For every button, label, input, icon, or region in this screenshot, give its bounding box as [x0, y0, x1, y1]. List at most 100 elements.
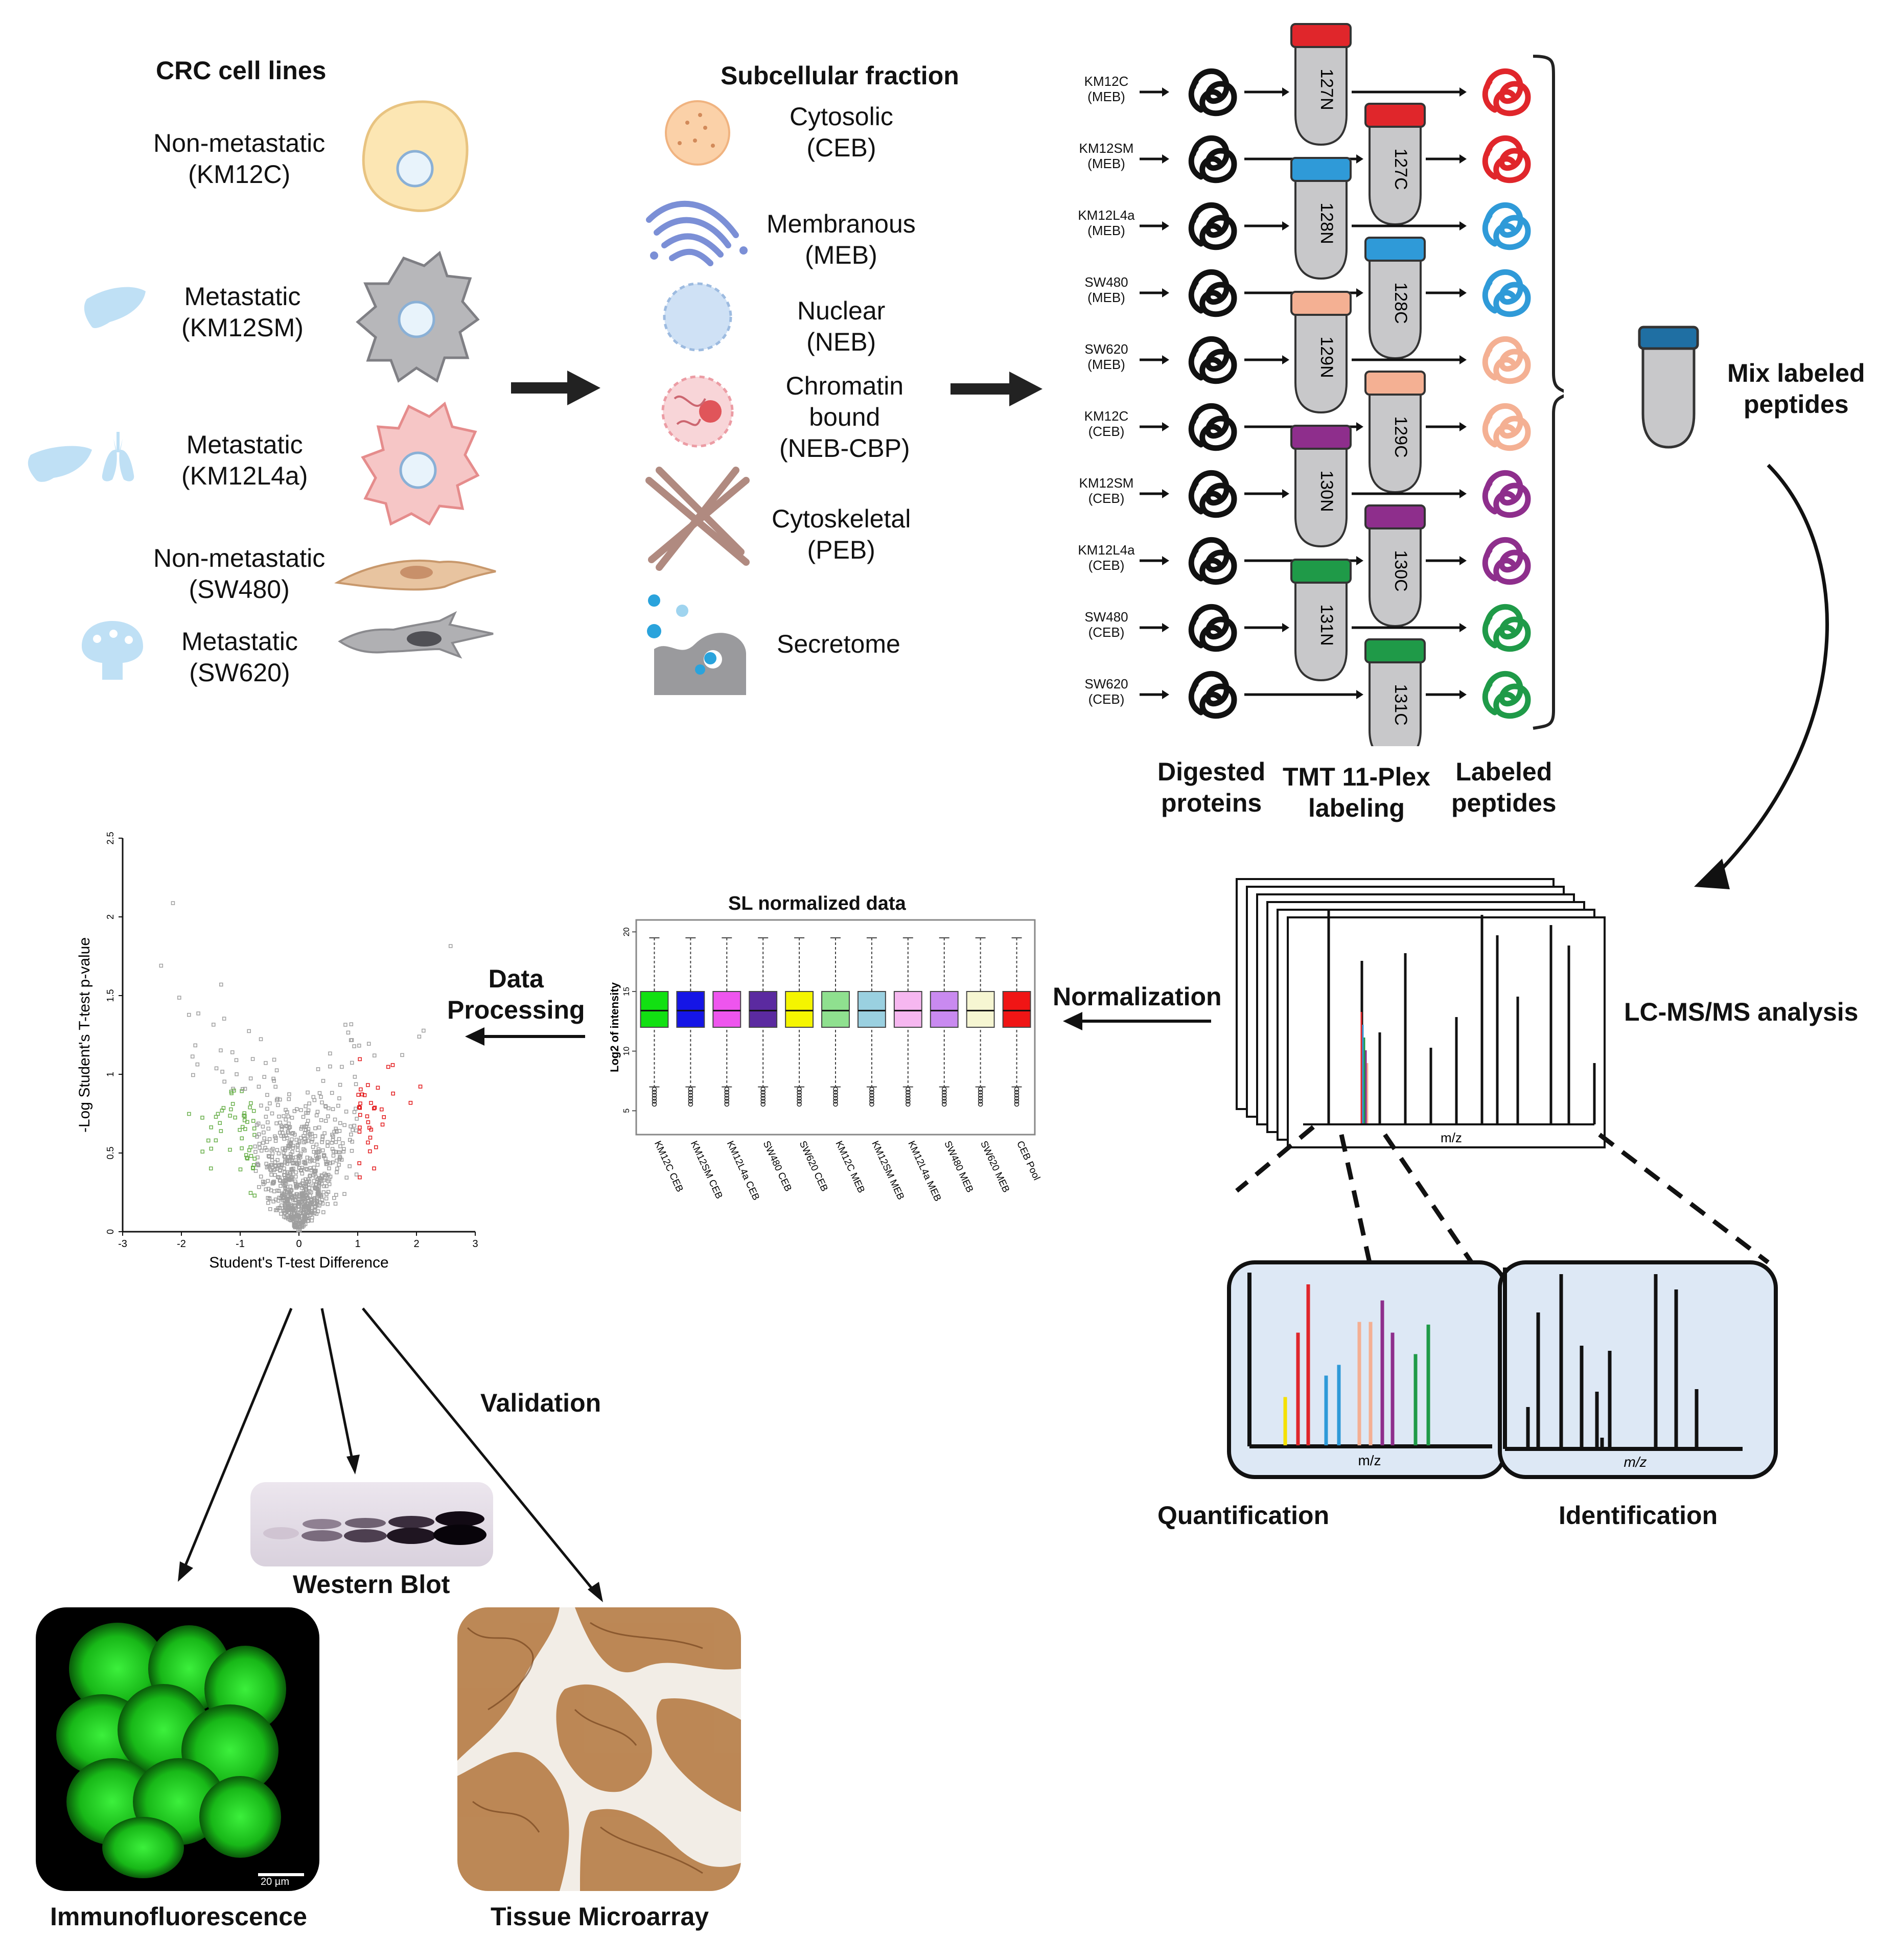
volcano-point: [334, 1193, 338, 1197]
volcano-point: [304, 1177, 308, 1182]
volcano-point: [294, 1138, 298, 1142]
tmt-sample-name: KM12C: [1084, 408, 1129, 424]
quantification-peaks: [1283, 1284, 1430, 1445]
boxplot-category: KM12L4a CEB: [725, 1139, 761, 1202]
volcano-point: [270, 1182, 275, 1186]
volcano-point: [295, 1144, 300, 1148]
volcano-point: [273, 1134, 277, 1139]
volcano-point: [292, 1109, 297, 1113]
volcano-point: [337, 1096, 341, 1100]
volcano-point: [248, 1076, 253, 1080]
volcano-point: [290, 1194, 294, 1198]
volcano-point: [323, 1104, 328, 1109]
volcano-point: [187, 1112, 191, 1116]
volcano-point: [318, 1200, 323, 1205]
volcano-point: [193, 1043, 197, 1048]
volcano-xtick: 0: [296, 1238, 302, 1250]
volcano-point: [219, 982, 223, 987]
volcano-point: [278, 1097, 282, 1102]
volcano-point: [322, 1184, 327, 1188]
volcano-point: [264, 1115, 268, 1119]
volcano-point: [280, 1162, 284, 1167]
volcano-point: [312, 1198, 317, 1202]
liver-icon-2: [28, 446, 92, 482]
volcano-point: [286, 1114, 290, 1119]
volcano-point: [268, 1207, 272, 1211]
volcano-xtick: 1: [355, 1238, 360, 1250]
volcano-point: [285, 1136, 289, 1140]
volcano-point: [277, 1163, 282, 1167]
volcano-point: [366, 1120, 370, 1124]
volcano-point: [305, 1167, 309, 1172]
volcano-point: [253, 1169, 258, 1173]
volcano-point: [368, 1149, 372, 1154]
volcano-point: [265, 1093, 269, 1097]
volcano-point: [299, 1126, 304, 1131]
volcano-point: [216, 1112, 220, 1116]
fraction-icons: [645, 100, 750, 695]
cytosol-icon: [665, 100, 730, 166]
volcano-point: [257, 1142, 262, 1146]
volcano-point: [357, 1161, 361, 1165]
volcano-point: [319, 1173, 324, 1178]
tmt-sample-fraction: (CEB): [1088, 691, 1125, 707]
volcano-point: [353, 1075, 357, 1079]
volcano-point: [340, 1141, 345, 1145]
volcano-point: [331, 1138, 335, 1142]
boxplot-box: [821, 991, 850, 1028]
volcano-point: [280, 1127, 284, 1132]
volcano-point: [391, 1091, 395, 1096]
volcano-point: [328, 1064, 332, 1069]
volcano-point: [251, 1109, 256, 1113]
lungs-icon: [102, 432, 134, 481]
volcano-point: [358, 1106, 362, 1110]
volcano-point: [259, 1103, 263, 1108]
volcano-point: [352, 1123, 357, 1128]
volcano-point: [292, 1203, 297, 1207]
volcano-point: [256, 1163, 260, 1167]
volcano-point: [271, 1076, 275, 1081]
tmt-tag-label: 130C: [1391, 550, 1410, 591]
volcano-point: [310, 1137, 315, 1142]
fraction-label-nuclear: Nuclear(NEB): [797, 296, 886, 356]
volcano-point: [212, 1023, 216, 1027]
volcano-point: [358, 1101, 362, 1105]
volcano-point: [272, 1078, 276, 1083]
volcano-point: [196, 1011, 200, 1016]
volcano-point: [290, 1178, 294, 1182]
fraction-label-cytoskeletal: Cytoskeletal(PEB): [772, 504, 911, 564]
volcano-point: [230, 1050, 235, 1054]
volcano-point: [287, 1155, 291, 1159]
cell-line-icons: [28, 100, 496, 680]
volcano-point: [310, 1215, 314, 1219]
volcano-point: [273, 1085, 277, 1089]
volcano-point: [337, 1163, 341, 1167]
volcano-point: [259, 1037, 263, 1042]
volcano-point: [311, 1145, 315, 1149]
volcano-point: [380, 1107, 384, 1112]
boxplot-box: [966, 991, 995, 1028]
volcano-point: [281, 1131, 285, 1135]
secretome-icon: [647, 594, 746, 695]
volcano-point: [301, 1115, 306, 1119]
volcano-point: [288, 1184, 293, 1189]
tmt-tube-icon: 128N: [1290, 157, 1352, 280]
volcano-point: [350, 1038, 354, 1042]
volcano-point: [315, 1191, 319, 1196]
volcano-point: [342, 1123, 346, 1127]
tmt-sample-label: KM12SM(MEB): [1076, 141, 1137, 172]
volcano-point: [336, 1103, 340, 1108]
volcano-point: [315, 1157, 319, 1162]
volcano-point: [297, 1200, 301, 1204]
volcano-point: [324, 1192, 329, 1196]
volcano-point: [268, 1167, 272, 1172]
digested-protein-icon: [1191, 205, 1234, 247]
digested-protein-icon: [1191, 607, 1234, 649]
digested-protein-icon: [1191, 540, 1234, 582]
tmt-sample-name: KM12L4a: [1078, 207, 1135, 223]
volcano-point: [270, 1111, 274, 1116]
volcano-point: [386, 1065, 390, 1069]
boxplot-category: KM12C MEB: [833, 1139, 866, 1194]
